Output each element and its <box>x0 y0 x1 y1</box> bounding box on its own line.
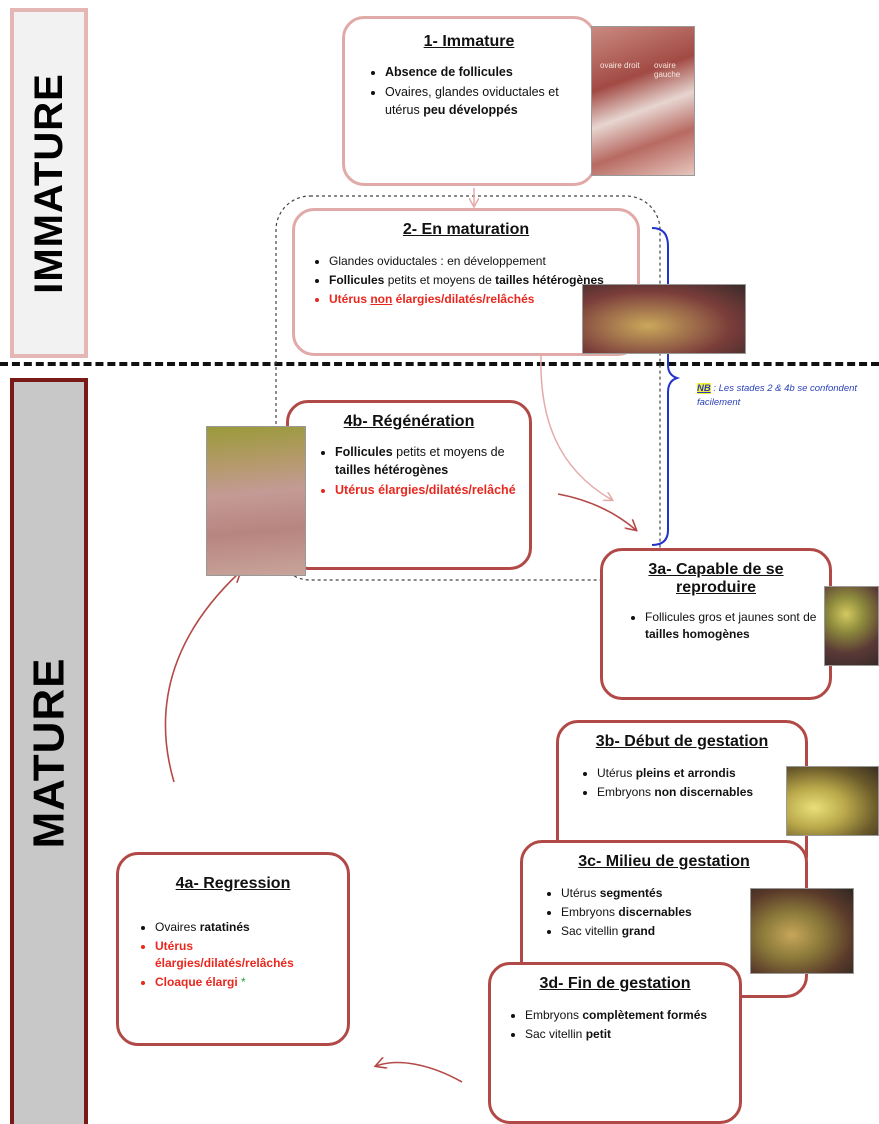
immature-section-label: IMMATURE <box>10 8 88 358</box>
stage-4b-title: 4b- Régénération <box>343 413 475 430</box>
stage-4b-regeneration-box: 4b- Régénération Follicules petits et mo… <box>286 400 532 570</box>
stage-2-item: Follicules petits et moyens de tailles h… <box>329 272 625 289</box>
stage-2-photo <box>582 284 746 354</box>
arrow-4b-to-3a <box>557 493 636 530</box>
stage-3b-title: 3b- Début de gestation <box>595 733 769 750</box>
stage-4a-title: 4a- Regression <box>175 875 291 892</box>
arrow-4a-to-4b <box>164 572 240 783</box>
stage-1-item: Ovaires, glandes oviductales et utérus p… <box>385 83 581 119</box>
stage-3b-item: Embryons non discernables <box>597 784 793 801</box>
section-divider <box>0 362 879 366</box>
stage-3d-late-gestation-box: 3d- Fin de gestation Embryons complèteme… <box>488 962 742 1124</box>
nb-key: NB <box>697 383 711 394</box>
stage-3d-title: 3d- Fin de gestation <box>539 975 691 992</box>
stage-4a-item: Ovaires ratatinés <box>155 919 335 936</box>
arrow-2-to-3a <box>540 335 612 500</box>
stage-2-item: Glandes oviductales : en développement <box>329 253 625 270</box>
stage-3b-photo <box>786 766 879 836</box>
group-outline-2-4b <box>275 195 661 581</box>
nb-text: : Les stades 2 & 4b se confondent facile… <box>697 383 858 408</box>
stage-4b-photo <box>206 426 306 576</box>
stage-4a-item: Utérus élargies/dilatés/relâchés <box>155 938 335 972</box>
stage-3a-reproduction-box: 3a- Capable de se reproduire Follicules … <box>600 548 832 700</box>
stage-4b-item: Follicules petits et moyens de tailles h… <box>335 443 517 479</box>
stage-3d-item: Sac vitellin petit <box>525 1026 727 1043</box>
nb-note: NB : Les stades 2 & 4b se confondent fac… <box>697 382 867 410</box>
stage-2-item: Utérus non élargies/dilatés/relâchés <box>329 291 625 308</box>
ovary-left-label: ovaire gauche <box>654 61 681 79</box>
stage-3a-photo <box>824 586 879 666</box>
stage-3c-title: 3c- Milieu de gestation <box>578 853 750 870</box>
stage-4a-regression-box: 4a- Regression Ovaires ratatinés Utérus … <box>116 852 350 1046</box>
ovary-right-label: ovaire droit <box>600 61 640 70</box>
stage-3b-item: Utérus pleins et arrondis <box>597 765 793 782</box>
stage-3c-photo <box>750 888 854 974</box>
mature-section-label: MATURE <box>10 378 88 1124</box>
stage-1-item: Absence de follicules <box>385 63 581 81</box>
stage-3c-item: Utérus segmentés <box>561 885 793 902</box>
stage-4b-item: Utérus élargies/dilatés/relâché <box>335 481 517 499</box>
stage-3a-item: Follicules gros et jaunes sont de taille… <box>645 609 817 643</box>
stage-4a-item: Cloaque élargi * <box>155 974 335 991</box>
stage-1-immature-box: 1- Immature Absence de follicules Ovaire… <box>342 16 596 186</box>
nb-brace <box>651 227 681 546</box>
stage-3a-title: 3a- Capable de se reproduire <box>648 561 784 596</box>
stage-3c-item: Sac vitellin grand <box>561 923 793 940</box>
stage-3d-item: Embryons complètement formés <box>525 1007 727 1024</box>
stage-3c-item: Embryons discernables <box>561 904 793 921</box>
stage-1-photo: ovaire droit ovaire gauche <box>591 26 695 176</box>
stage-2-title: 2- En maturation <box>402 221 530 238</box>
arrow-3d-to-4a <box>376 1063 463 1083</box>
stage-1-title: 1- Immature <box>423 33 515 50</box>
